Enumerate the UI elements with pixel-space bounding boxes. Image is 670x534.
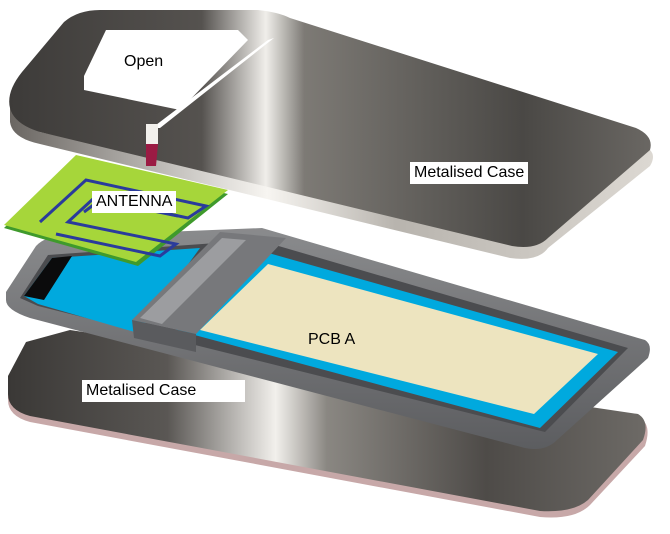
pcb-label: PCB A — [308, 331, 356, 348]
seam-slot — [146, 144, 158, 166]
middle-frame — [6, 228, 650, 449]
pcb-board — [200, 264, 598, 414]
frame-divider-top — [140, 238, 246, 324]
bottom-case — [8, 330, 648, 518]
bottom-case-face — [8, 330, 646, 512]
seam-slot-light — [146, 124, 158, 144]
frame-divider-side — [132, 320, 196, 352]
cavity-left — [24, 248, 200, 333]
top-case — [9, 10, 653, 259]
top-case-label: Metalised Case — [410, 162, 529, 184]
open-label: Open — [124, 53, 164, 70]
antenna-label: ANTENNA — [92, 191, 177, 213]
cavity-left-dark — [24, 256, 72, 300]
top-case-seam — [152, 38, 274, 128]
bottom-case-label: Metalised Case — [82, 380, 245, 402]
open-window — [84, 30, 248, 110]
